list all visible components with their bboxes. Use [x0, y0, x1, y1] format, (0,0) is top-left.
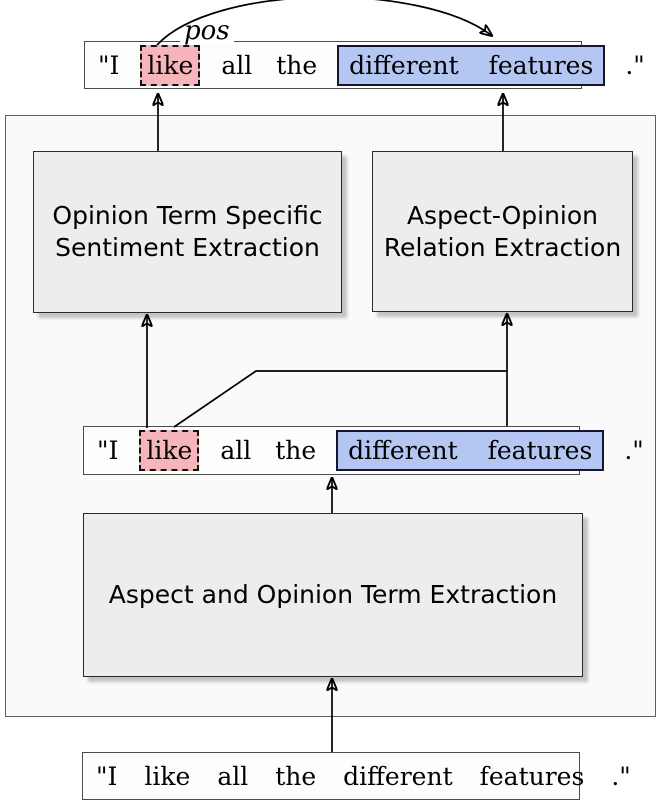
token-quote-i: "I — [97, 436, 119, 465]
token-all: all — [221, 50, 253, 80]
token-quote-i: "I — [98, 50, 120, 80]
intermediate-sentence-box: "I like all the different features ." — [83, 426, 644, 475]
module-label-line: Opinion Term Specific — [52, 201, 323, 230]
aspect-term-highlight: different features — [337, 44, 606, 86]
input-sentence-box: "I like all the different features ." — [82, 752, 631, 800]
token-the: the — [275, 761, 317, 791]
module-label-line: Aspect-Opinion — [406, 200, 599, 230]
token-like: like — [144, 761, 191, 791]
aspect-term-highlight: different features — [336, 430, 605, 471]
token-period-quote: ." — [624, 436, 644, 465]
module-aspect-opinion-term-extraction: Aspect and Opinion Term Extraction — [83, 513, 583, 677]
token-features: features — [488, 50, 594, 80]
module-opinion-sentiment-extraction: Opinion Term Specific Sentiment Extracti… — [33, 151, 342, 313]
dependency-arc-label: pos — [180, 17, 234, 46]
token-all: all — [217, 761, 249, 791]
token-like: like — [147, 50, 194, 80]
token-quote-i: "I — [96, 761, 118, 791]
token-period-quote: ." — [611, 761, 631, 791]
token-the: the — [276, 50, 318, 80]
module-aspect-opinion-relation-extraction: Aspect-Opinion Relation Extraction — [372, 151, 633, 312]
token-like: like — [146, 436, 193, 465]
token-the: the — [275, 436, 317, 465]
token-different: different — [348, 436, 458, 465]
output-sentence-box: "I like all the different features ." — [84, 41, 645, 89]
token-features: features — [479, 761, 585, 791]
opinion-term-highlight: like — [139, 430, 200, 471]
token-features: features — [487, 436, 593, 465]
module-label-line: Relation Extraction — [383, 232, 622, 262]
token-different: different — [343, 761, 453, 791]
token-period-quote: ." — [625, 50, 645, 80]
opinion-term-highlight: like — [140, 44, 201, 86]
token-all: all — [220, 436, 252, 465]
module-label-line: Aspect and Opinion Term Extraction — [108, 580, 558, 609]
module-label-line: Sentiment Extraction — [55, 233, 320, 262]
token-different: different — [349, 50, 459, 80]
